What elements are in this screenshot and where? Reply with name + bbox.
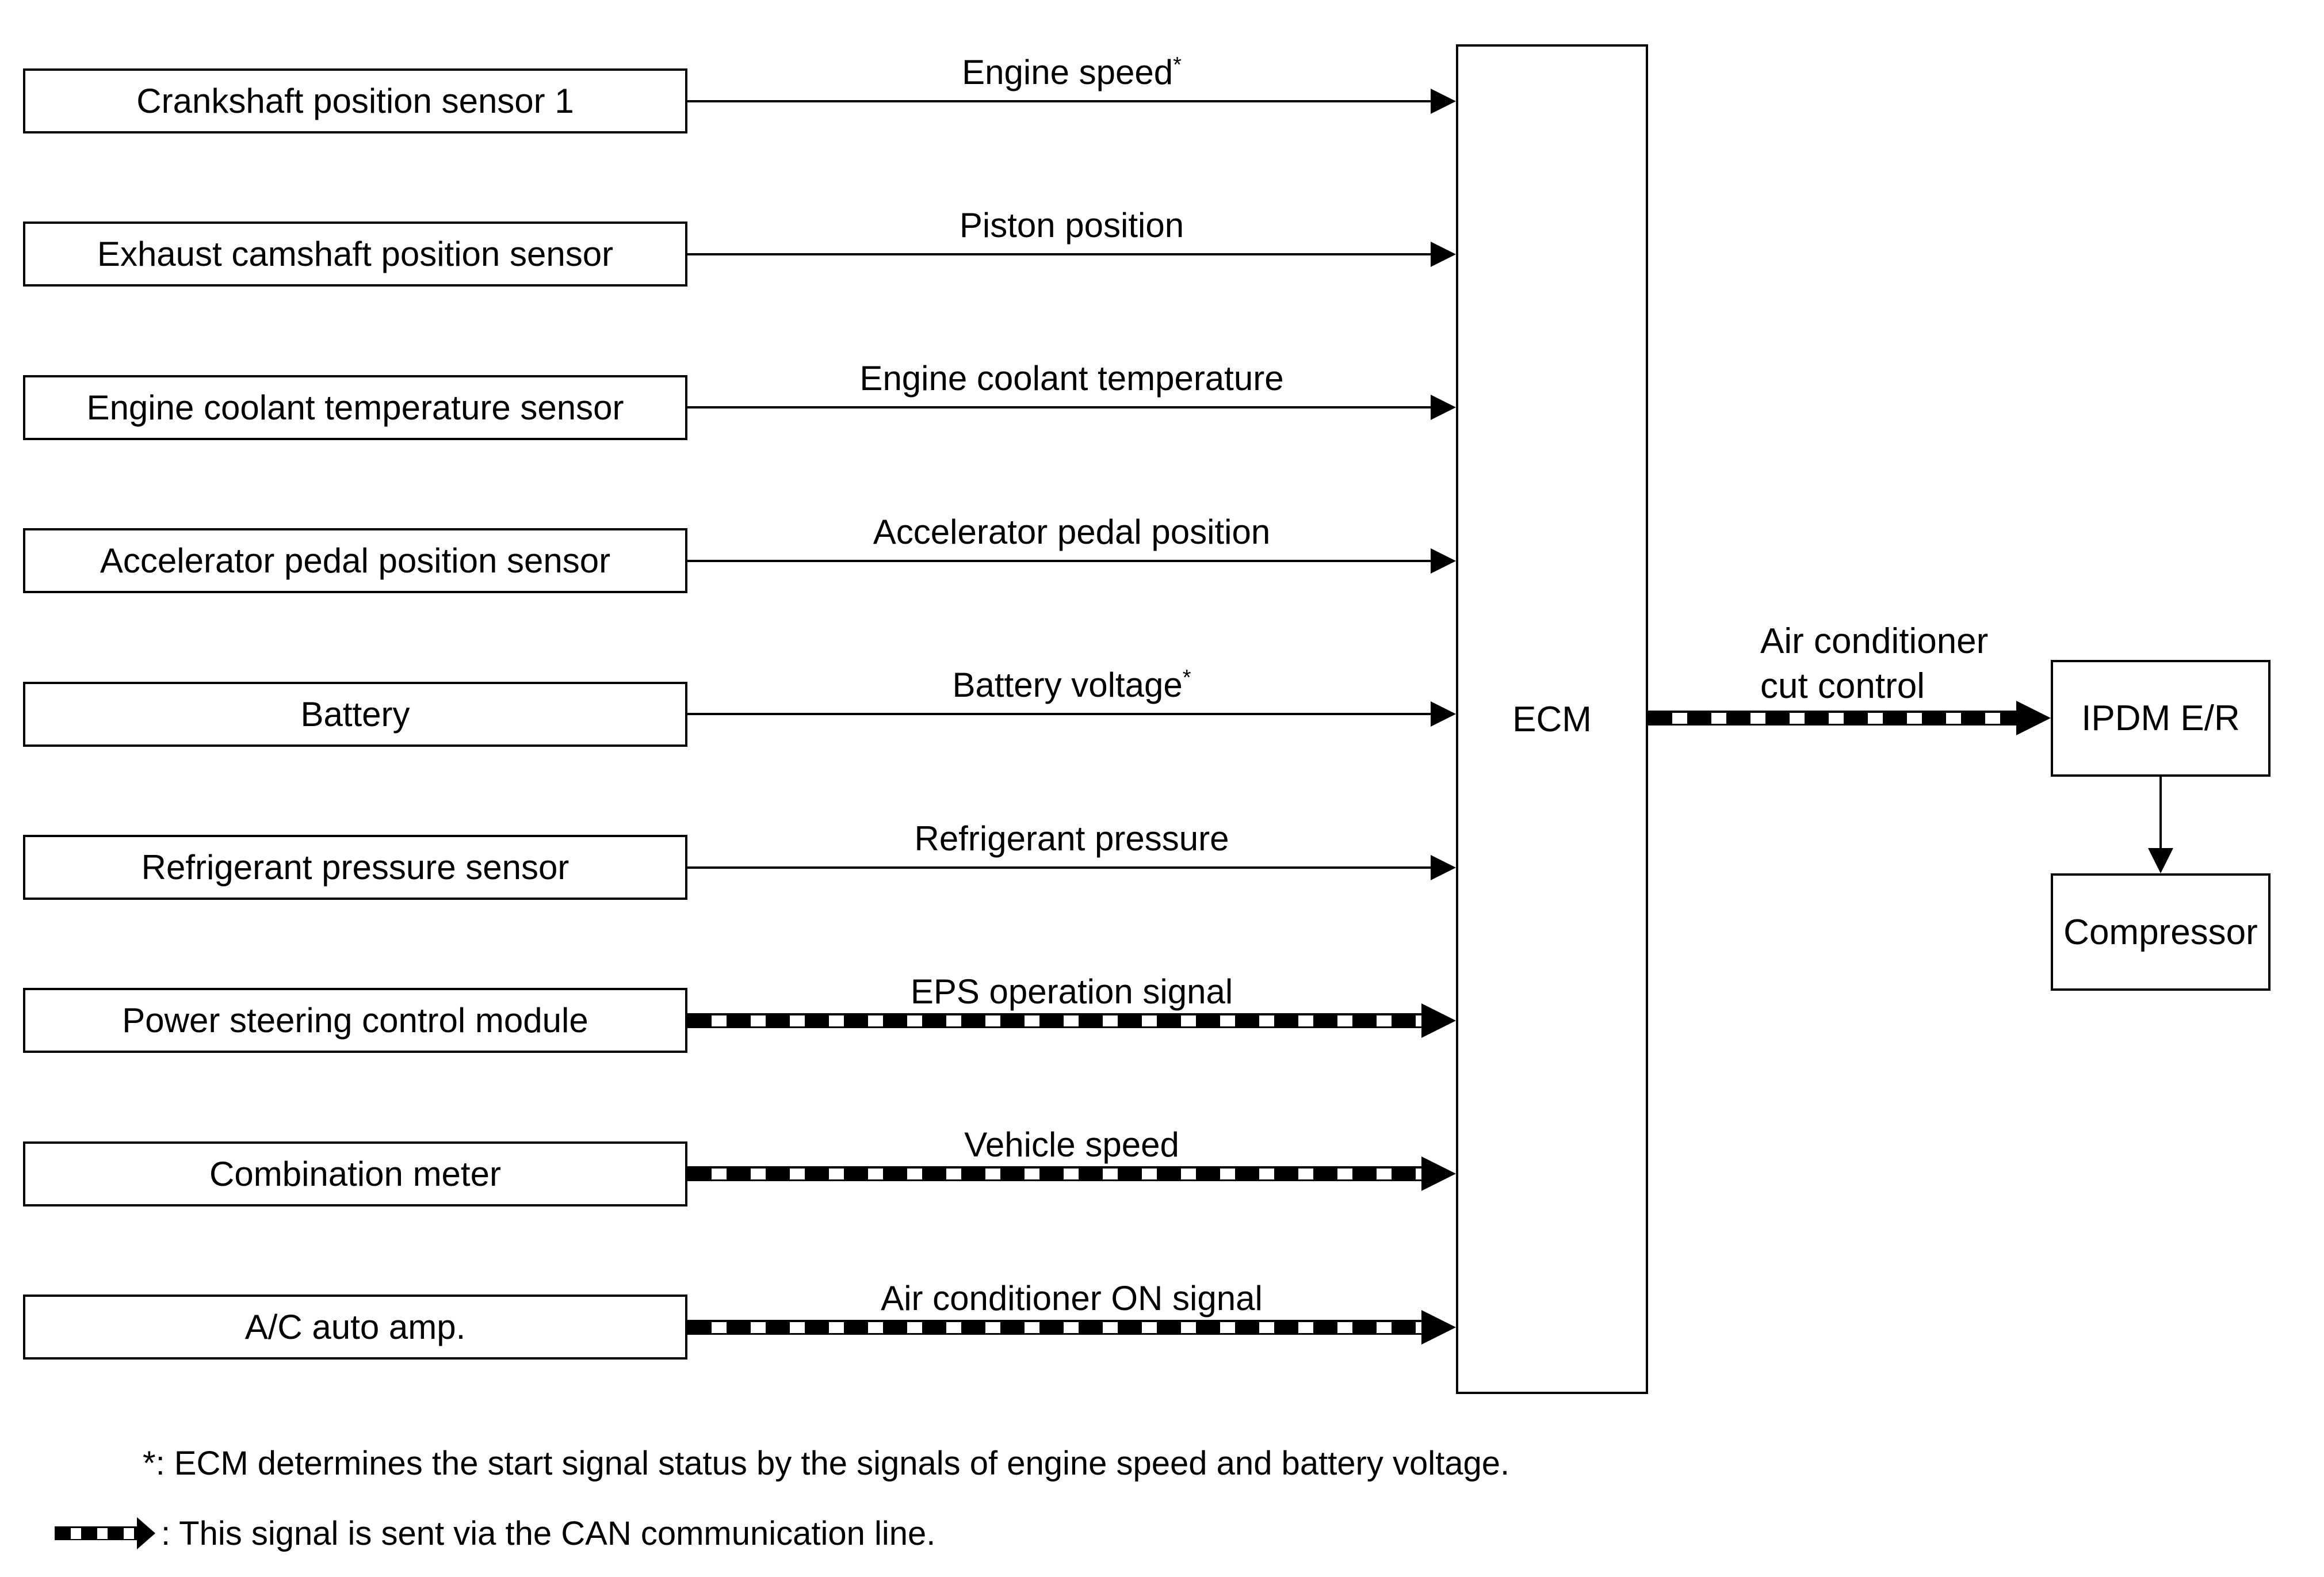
- can-dashed-arrow-line: [687, 1166, 1421, 1181]
- arrowhead-right-icon: [1431, 701, 1456, 727]
- can-dashed-arrow-line: [687, 1320, 1421, 1335]
- source-box-ac-auto-amp: A/C auto amp.: [23, 1295, 687, 1360]
- arrowhead-right-icon: [1421, 1003, 1456, 1038]
- source-box-label: Battery: [300, 695, 410, 734]
- source-box-combination-meter: Combination meter: [23, 1141, 687, 1206]
- source-box-label: Power steering control module: [122, 1001, 588, 1040]
- source-box-accelerator-pedal-position-sensor: Accelerator pedal position sensor: [23, 528, 687, 593]
- source-box-engine-coolant-temperature-sensor: Engine coolant temperature sensor: [23, 375, 687, 440]
- source-box-label: Crankshaft position sensor 1: [136, 82, 574, 120]
- signal-label-eps-operation-signal: EPS operation signal: [910, 972, 1233, 1011]
- source-box-label: Engine coolant temperature sensor: [86, 388, 624, 427]
- source-box-power-steering-control-module: Power steering control module: [23, 988, 687, 1053]
- arrowhead-right-icon: [1431, 89, 1456, 114]
- source-box-refrigerant-pressure-sensor: Refrigerant pressure sensor: [23, 835, 687, 900]
- signal-label-refrigerant-pressure: Refrigerant pressure: [914, 819, 1229, 858]
- solid-arrow-line: [687, 866, 1431, 869]
- arrowhead-right-icon: [1431, 855, 1456, 880]
- signal-label-battery-voltage: Battery voltage*: [952, 666, 1191, 704]
- signal-label-air-conditioner-cut-control: Air conditioner cut control: [1760, 621, 1989, 706]
- compressor-box: Compressor: [2051, 873, 2271, 991]
- arrowhead-right-icon: [1431, 548, 1456, 574]
- can-dashed-arrow-line: [687, 1013, 1421, 1028]
- can-dashed-arrow-line: [1648, 711, 2016, 726]
- asterisk-superscript: *: [1182, 666, 1191, 690]
- solid-arrow-line: [687, 713, 1431, 715]
- source-box-battery: Battery: [23, 682, 687, 747]
- signal-label-air-conditioner-on-signal: Air conditioner ON signal: [881, 1279, 1263, 1318]
- signal-label-piston-position: Piston position: [959, 206, 1184, 245]
- footnote-can-text: : This signal is sent via the CAN commun…: [161, 1514, 936, 1552]
- arrowhead-down-icon: [2148, 848, 2173, 873]
- source-box-label: Accelerator pedal position sensor: [100, 541, 611, 580]
- solid-arrow-line: [687, 253, 1431, 255]
- solid-arrow-line: [687, 100, 1431, 102]
- source-box-exhaust-camshaft-position-sensor: Exhaust camshaft position sensor: [23, 222, 687, 287]
- arrowhead-right-icon: [1421, 1310, 1456, 1345]
- compressor-label: Compressor: [2063, 912, 2258, 952]
- ecm-label: ECM: [1512, 699, 1592, 739]
- source-box-label: Refrigerant pressure sensor: [141, 848, 569, 887]
- asterisk-superscript: *: [1173, 53, 1182, 77]
- footnote-can: : This signal is sent via the CAN commun…: [55, 1513, 935, 1553]
- source-box-label: A/C auto amp.: [244, 1308, 466, 1346]
- signal-label-engine-speed: Engine speed*: [962, 53, 1182, 91]
- source-box-label: Combination meter: [209, 1155, 501, 1193]
- source-box-crankshaft-position-sensor-1: Crankshaft position sensor 1: [23, 68, 687, 133]
- arrowhead-right-icon: [1431, 242, 1456, 267]
- source-box-label: Exhaust camshaft position sensor: [97, 235, 614, 273]
- ipdm-er-label: IPDM E/R: [2081, 698, 2240, 738]
- solid-arrow-line: [687, 406, 1431, 408]
- solid-arrow-line: [687, 560, 1431, 562]
- ipdm-er-box: IPDM E/R: [2051, 660, 2271, 777]
- signal-label-vehicle-speed: Vehicle speed: [964, 1125, 1179, 1164]
- solid-arrow-line-vertical: [2159, 777, 2162, 850]
- arrowhead-right-icon: [1421, 1156, 1456, 1191]
- signal-label-engine-coolant-temperature: Engine coolant temperature: [859, 359, 1284, 398]
- arrowhead-right-icon: [2016, 701, 2051, 735]
- ecm-box: ECM: [1456, 44, 1648, 1394]
- can-dashed-arrow-icon: [55, 1516, 155, 1551]
- footnote-asterisk: *: ECM determines the start signal statu…: [143, 1445, 1510, 1482]
- signal-label-accelerator-pedal-position: Accelerator pedal position: [873, 513, 1271, 551]
- arrowhead-right-icon: [1431, 395, 1456, 420]
